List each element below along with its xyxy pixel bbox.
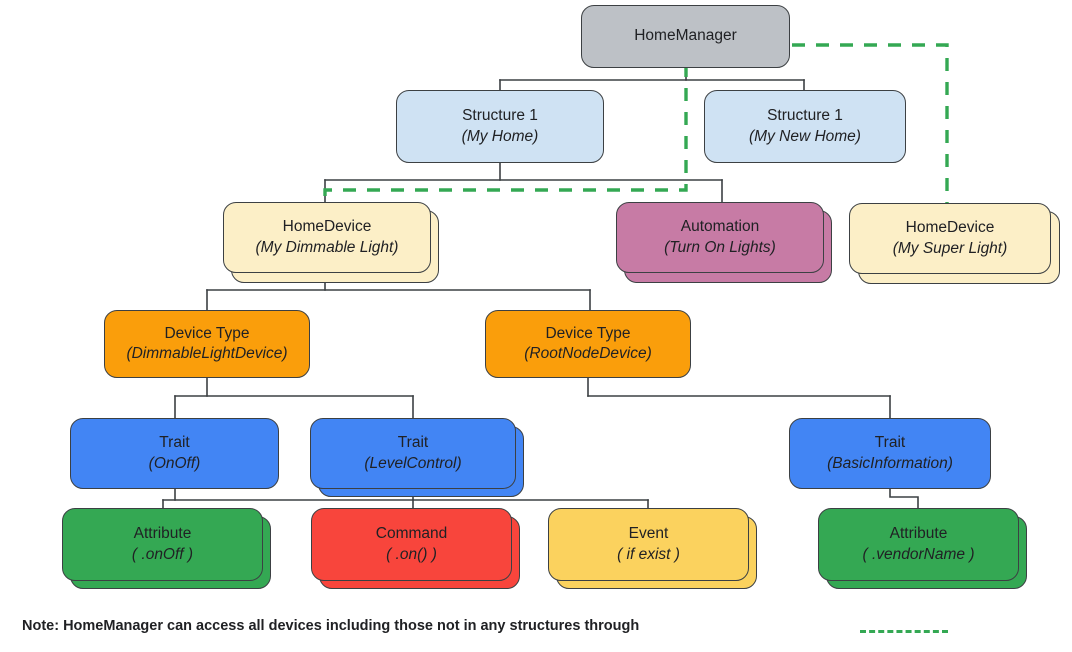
node-label-line1: Trait [159, 434, 190, 452]
node-home-manager[interactable]: HomeManager [581, 5, 790, 68]
node-label-line1: HomeDevice [905, 219, 995, 237]
node-label-line2: ( .vendorName ) [862, 545, 975, 563]
node-label-line2: (LevelControl) [364, 454, 462, 472]
node-event-if-exist[interactable]: Event ( if exist ) [548, 508, 749, 581]
footer-note: Note: HomeManager can access all devices… [22, 618, 640, 634]
node-label-line2: (OnOff) [148, 454, 201, 472]
node-label-line1: HomeManager [634, 27, 737, 45]
node-attribute-vendor-name[interactable]: Attribute ( .vendorName ) [818, 508, 1019, 581]
node-label-line2: (BasicInformation) [827, 454, 953, 472]
node-label-line2: (DimmableLightDevice) [126, 345, 288, 362]
node-label-line1: Attribute [889, 525, 948, 543]
node-label-line2: (RootNodeDevice) [524, 345, 652, 362]
node-label-line1: Trait [397, 434, 429, 452]
node-automation[interactable]: Automation (Turn On Lights) [616, 202, 824, 273]
node-label-line2: (My New Home) [749, 127, 861, 145]
node-label-line2: ( if exist ) [617, 545, 680, 563]
node-trait-onoff[interactable]: Trait (OnOff) [70, 418, 279, 489]
node-device-type-root-node[interactable]: Device Type (RootNodeDevice) [485, 310, 691, 378]
edge-basicinfo-to-vendorname [889, 488, 919, 509]
node-structure-my-new-home[interactable]: Structure 1 (My New Home) [704, 90, 906, 163]
node-label-line1: Automation [680, 218, 760, 236]
node-command-on[interactable]: Command ( .on() ) [311, 508, 512, 581]
node-label-line2: (My Super Light) [892, 239, 1008, 257]
node-label-line1: Device Type [545, 324, 631, 342]
node-label-line1: Trait [874, 434, 906, 452]
node-label-line2: (My Dimmable Light) [255, 238, 399, 256]
node-label-line2: (My Home) [461, 127, 539, 145]
node-home-device-super-light[interactable]: HomeDevice (My Super Light) [849, 203, 1051, 274]
node-device-type-dimmable-light[interactable]: Device Type (DimmableLightDevice) [104, 310, 310, 378]
node-label-line1: Structure 1 [462, 107, 538, 125]
node-trait-level-control[interactable]: Trait (LevelControl) [310, 418, 516, 489]
node-attribute-onoff[interactable]: Attribute ( .onOff ) [62, 508, 263, 581]
node-label-line1: Attribute [133, 525, 192, 543]
node-label-line1: Device Type [164, 324, 250, 342]
node-label-line1: Event [628, 525, 669, 543]
node-label-line1: Structure 1 [767, 107, 843, 125]
node-label-line2: ( .onOff ) [131, 545, 194, 563]
node-home-device-dimmable[interactable]: HomeDevice (My Dimmable Light) [223, 202, 431, 273]
node-label-line2: ( .on() ) [386, 545, 437, 563]
node-trait-basic-information[interactable]: Trait (BasicInformation) [789, 418, 991, 489]
node-label-line2: (Turn On Lights) [664, 238, 776, 256]
node-label-line1: Command [375, 525, 448, 543]
node-structure-my-home[interactable]: Structure 1 (My Home) [396, 90, 604, 163]
footer-legend-dashed-line [860, 630, 948, 633]
node-label-line1: HomeDevice [282, 218, 372, 236]
